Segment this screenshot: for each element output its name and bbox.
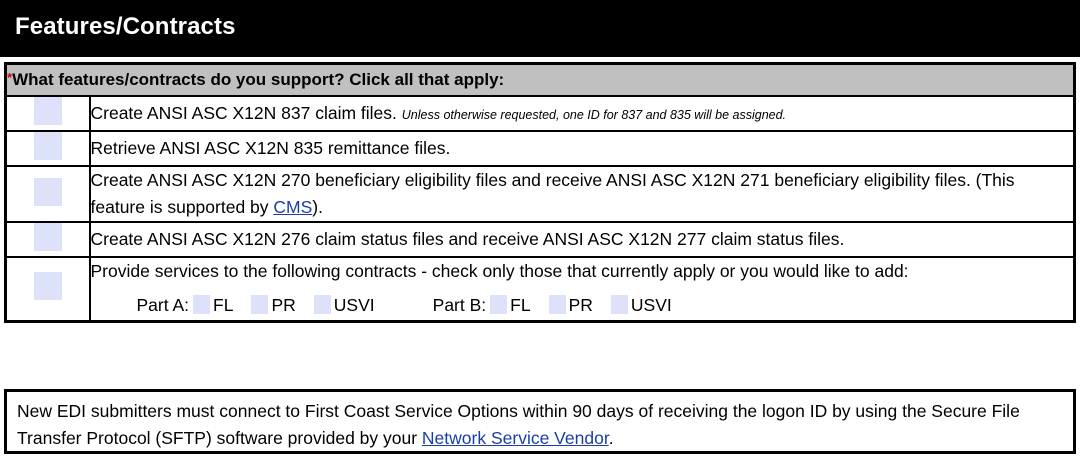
label-part-b-usvi: USVI (630, 295, 672, 316)
row-label-create-276-277: Create ANSI ASC X12N 276 claim status fi… (90, 229, 845, 250)
footer-text-pre: New EDI submitters must connect to First… (17, 401, 1020, 449)
row-label-retrieve-835: Retrieve ANSI ASC X12N 835 remittance fi… (90, 137, 451, 158)
checkbox-cell-create-270-271[interactable] (4, 164, 91, 224)
row-label-create-270-271-post: ). (312, 197, 323, 218)
footer-note-text: New EDI submitters must connect to First… (17, 398, 1065, 452)
table-row: Provide services to the following contra… (4, 256, 1076, 322)
row-text-cell-provide-services: Provide services to the following contra… (88, 256, 1076, 322)
row-label-create-270-271-pre: Create ANSI ASC X12N 270 beneficiary eli… (90, 170, 1015, 218)
row-text-cell-create-837: Create ANSI ASC X12N 837 claim files. Un… (88, 95, 1076, 132)
question-header-cell: *What features/contracts do you support?… (5, 63, 1075, 97)
required-asterisk: * (7, 70, 13, 85)
checkbox-part-a-usvi[interactable] (313, 295, 331, 315)
question-text: What features/contracts do you support? … (12, 70, 505, 89)
label-part-b-pr: PR (568, 295, 593, 316)
table-row: Create ANSI ASC X12N 837 claim files. Un… (4, 95, 1076, 132)
footer-note-box: New EDI submitters must connect to First… (4, 389, 1076, 454)
checkbox-cell-retrieve-835[interactable] (4, 130, 91, 167)
part-b-label: Part B: (432, 295, 487, 316)
row-label-provide-services: Provide services to the following contra… (90, 261, 909, 282)
table-row: Create ANSI ASC X12N 270 beneficiary eli… (4, 164, 1076, 224)
checkbox-cell-create-276-277[interactable] (4, 221, 91, 259)
checkbox-create-270-271[interactable] (33, 177, 62, 206)
label-part-b-fl: FL (510, 295, 531, 316)
checkbox-part-a-fl[interactable] (193, 295, 211, 315)
checkbox-part-b-usvi[interactable] (610, 295, 628, 315)
title-bar: Features/Contracts (0, 0, 1080, 57)
checkbox-create-276-277[interactable] (33, 223, 62, 252)
page-title: Features/Contracts (15, 13, 236, 40)
row-note-create-837: Unless otherwise requested, one ID for 8… (401, 107, 787, 122)
table-row: Retrieve ANSI ASC X12N 835 remittance fi… (4, 130, 1076, 167)
checkbox-part-a-pr[interactable] (251, 295, 269, 315)
checkbox-part-b-fl[interactable] (490, 295, 508, 315)
row-text-cell-create-270-271: Create ANSI ASC X12N 270 beneficiary eli… (88, 164, 1076, 224)
checkbox-cell-provide-services[interactable] (4, 256, 91, 322)
table-row: Create ANSI ASC X12N 276 claim status fi… (4, 221, 1076, 259)
cms-link[interactable]: CMS (273, 197, 313, 218)
row-text-cell-create-276-277: Create ANSI ASC X12N 276 claim status fi… (88, 221, 1076, 259)
checkbox-cell-create-837[interactable] (4, 95, 91, 132)
checkbox-provide-services[interactable] (33, 272, 62, 301)
checkbox-create-837[interactable] (33, 97, 62, 125)
contracts-options-row: Part A: FL PR USVI Part B: FL PR USVI (91, 292, 1074, 319)
question-header-row: *What features/contracts do you support?… (5, 63, 1075, 97)
label-part-a-fl: FL (213, 295, 234, 316)
row-label-create-837: Create ANSI ASC X12N 837 claim files. (90, 102, 397, 123)
label-part-a-usvi: USVI (333, 295, 375, 316)
row-text-cell-retrieve-835: Retrieve ANSI ASC X12N 835 remittance fi… (88, 130, 1076, 167)
part-a-label: Part A: (136, 295, 190, 316)
checkbox-part-b-pr[interactable] (548, 295, 566, 315)
network-service-vendor-link[interactable]: Network Service Vendor (421, 428, 609, 449)
footer-text-post: . (608, 428, 614, 449)
label-part-a-pr: PR (271, 295, 296, 316)
features-contracts-table: *What features/contracts do you support?… (4, 62, 1076, 323)
checkbox-retrieve-835[interactable] (33, 132, 62, 160)
